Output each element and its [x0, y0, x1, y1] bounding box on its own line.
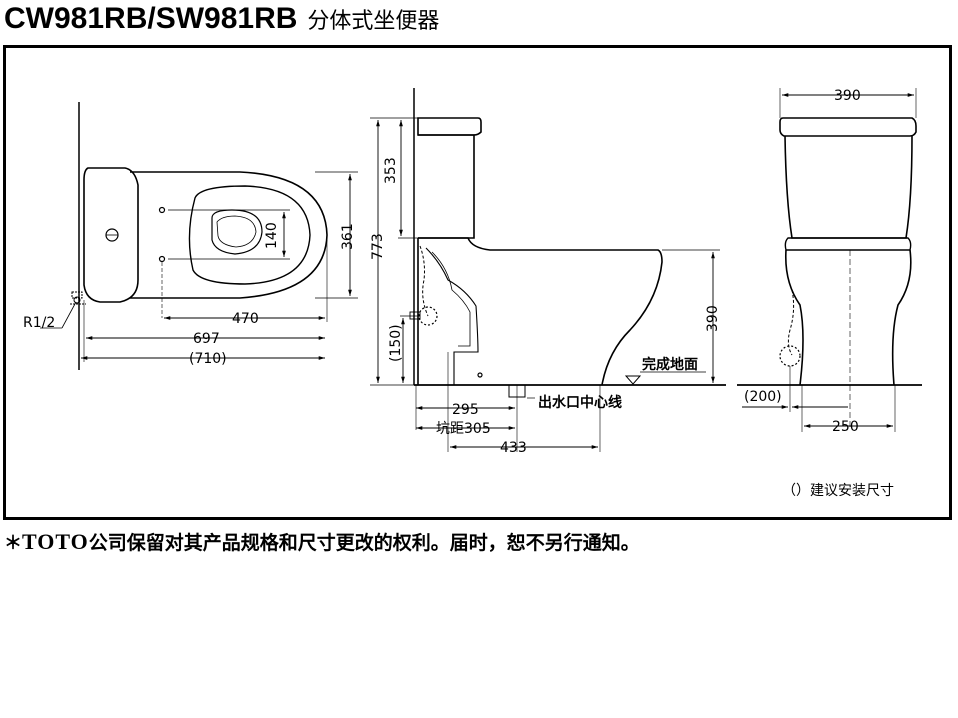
- dim-200-label: (200): [744, 389, 782, 405]
- page-title: CW981RB/SW981RB 分体式坐便器: [4, 2, 439, 36]
- rough-in-label: 坑距305: [436, 421, 491, 437]
- seat-band: [784, 237, 912, 251]
- top-view: [40, 102, 358, 370]
- tank-body: [418, 134, 475, 239]
- dim-140-label: 140: [264, 222, 280, 249]
- tank-outline: [83, 167, 139, 303]
- product-description: 分体式坐便器: [307, 9, 440, 34]
- bowl-right: [891, 249, 912, 386]
- bowl-water-area: [211, 209, 263, 255]
- seat-opening: [188, 185, 311, 285]
- tank-lid: [417, 117, 482, 136]
- dim-361-label: 361: [340, 223, 356, 250]
- tank-body: [784, 135, 913, 239]
- bowl-profile: [418, 237, 663, 386]
- top-view-labels: 140 361 470 697 (710) R1/2: [23, 222, 356, 367]
- side-view: [370, 88, 726, 452]
- hinge-point: [158, 206, 166, 214]
- dim-697-label: 697: [193, 331, 220, 347]
- dim-250-label: 250: [832, 419, 859, 435]
- inlet-label: R1/2: [23, 315, 55, 331]
- disclaimer-text: 公司保留对其产品规格和尺寸更改的权利。届时，恕不另行通知。: [88, 532, 640, 554]
- drawing-frame: [3, 45, 952, 520]
- hinge-point: [158, 255, 166, 263]
- supply-hose: [787, 289, 795, 356]
- floor-bolt: [477, 372, 483, 378]
- floor-marker-icon: [624, 375, 642, 385]
- dim-353-label: 353: [383, 157, 399, 184]
- bowl-left: [784, 249, 804, 386]
- dim-390-label: 390: [834, 88, 861, 104]
- outlet-center-label: 出水口中心线: [538, 394, 622, 411]
- stop-valve-icon: [779, 345, 801, 367]
- model-number: CW981RB/SW981RB: [4, 2, 298, 35]
- dim-390-label: 390: [705, 305, 721, 332]
- dim-295-label: 295: [452, 402, 479, 418]
- inlet-valve-icon: [70, 291, 86, 305]
- floor-label: 完成地面: [642, 356, 698, 373]
- disclaimer: ＊TOTO公司保留对其产品规格和尺寸更改的权利。届时，恕不另行通知。: [4, 528, 640, 555]
- trapway-outline: [425, 247, 479, 385]
- dim-710-label: (710): [189, 351, 227, 367]
- front-view-labels: 390 (200) 250 （）建议安装尺寸: [744, 88, 894, 499]
- legend-text: （）建议安装尺寸: [782, 483, 894, 499]
- front-view: [737, 88, 922, 432]
- brand-name: TOTO: [22, 529, 89, 554]
- supply-hose: [419, 245, 429, 317]
- dim-433-label: 433: [500, 440, 527, 456]
- dim-150-label: (150): [388, 324, 404, 362]
- dim-470-label: 470: [232, 311, 259, 327]
- asterisk-icon: ＊: [4, 533, 22, 554]
- bowl-outline: [130, 171, 328, 299]
- dim-773-label: 773: [370, 233, 386, 260]
- tank-lid: [779, 117, 917, 137]
- side-view-labels: 353 773 (150) 390 295 坑距305 433 完成地面 出水口…: [370, 157, 721, 456]
